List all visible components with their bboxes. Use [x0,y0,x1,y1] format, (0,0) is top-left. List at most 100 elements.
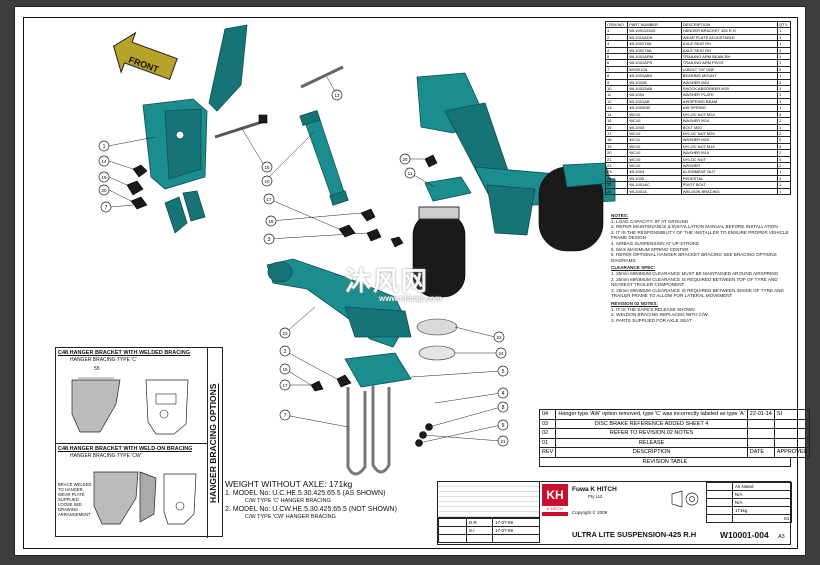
svg-text:9: 9 [502,423,505,429]
model-1: 1. MODEL No: U.C.HE.5.30.425.65.5 (AS SH… [225,490,386,497]
part-qty: 4 [777,142,791,151]
part-qty: 4 [777,155,791,163]
svg-text:14: 14 [101,159,107,164]
bracing-options: C48 HANGER BRACKET WITH WELDED BRACING H… [55,347,223,538]
logo-sub: K HITCH [542,506,568,512]
part-item: 3 [605,40,629,48]
axle-seat [344,352,412,388]
revision-date [746,418,775,429]
washer-plate [418,345,456,361]
part-qty: 1 [777,46,791,55]
svg-text:19: 19 [101,175,107,180]
clearance-title: CLEARANCE SPEC: [611,265,656,271]
material-value: N/A [732,490,792,499]
u-bolts [346,385,391,476]
bracing-cw-title: C48 HANGER BRACKET WITH WELD-ON BRACING [58,446,193,452]
part-qty: 2 [777,161,791,170]
col-qty: QTY. [777,21,791,29]
revision-table-title: REVISION TABLE [539,457,791,467]
revision-by [773,437,811,448]
revision-desc: Hanger type 'AW' option removed, type 'C… [555,409,748,420]
part-description: NYLOC NUT M20 [680,129,779,138]
weight-section: WEIGHT WITHOUT AXLE: 171kg 1. MODEL No: … [225,479,435,525]
shock-absorber [299,109,349,206]
part-description: NYLOC NUT [680,155,779,163]
watermark-url: www.mfcad.com [379,294,442,303]
svg-text:1: 1 [103,144,106,150]
sheet-size: A3 [778,534,785,540]
part-item: 16 [605,123,629,131]
svg-text:18: 18 [268,219,274,224]
company-name: Fuwa K HITCH [572,486,617,493]
clearance-note: 1. 25mm MINIMUM CLEARANCE MUST BE MAINTA… [611,270,779,276]
drawing-sheet: FRONT [14,6,811,556]
part-description: NYLOC NUT M16 [680,142,779,151]
part-description: HANGER BRACKET 425 R.H [680,27,779,35]
revision-desc: DISC BRAKE REFERENCE ADDED SHEET 4 [555,418,748,429]
part-item: 2 [605,33,629,42]
part-item: 26 [605,187,629,196]
revision-by: SI [773,409,811,420]
svg-text:8: 8 [502,405,505,411]
drawing-frame [23,17,798,549]
shock-bolt [300,65,344,89]
model-1-sub: C/W TYPE 'C' HANGER BRACING [245,498,331,504]
hanger-bracket [142,98,208,190]
part-item: 4 [605,46,629,55]
watermark-logo: 沐风网 www.mfcad.com [345,261,495,303]
revision-notes-title: REVISION 02 NOTES: [611,300,658,306]
fasteners [126,154,438,447]
part-description: WEAR PLATE ADJUSTABLE [680,33,779,42]
svg-text:4: 4 [502,391,505,397]
part-qty: 1 [777,123,791,131]
pivot-bolt [214,114,268,139]
part-description: PEDESTAL [680,174,779,183]
part-item: 18 [605,136,629,144]
revision-by [773,428,811,439]
revision-rev: 02 [538,428,557,439]
bracing-plate-2 [182,190,206,222]
svg-text:23: 23 [282,331,288,336]
part-item: 20 [605,149,629,157]
svg-text:22: 22 [496,335,502,340]
revision-desc: RELEASE [555,437,748,448]
callout-bubbles: 1 14 19 20 7 16 10 17 18 3 13 20 11 23 2… [98,89,509,447]
company-sub: Pty Ltd [588,494,603,499]
logo-mark: KH [546,488,564,502]
part-description: WASHER M20 [680,136,779,144]
part-description: AXLE SEAT RH [680,46,779,55]
part-number: WL1001A [627,187,682,196]
date-2: 17-07-09 [492,526,540,535]
watermark-text: 沐风网 [345,266,430,296]
svg-text:21: 21 [500,439,506,444]
spec-grid: As Noted N/A N/A 171kg 04 [706,482,792,523]
svg-text:7: 7 [284,413,287,419]
air-spring [412,176,472,298]
revision-desc: DESCRIPTION [555,447,748,458]
part-qty: 1 [777,181,791,189]
notes-title: NOTES: [611,213,629,218]
svg-text:17: 17 [266,197,272,202]
part-description: WASHER [680,161,779,170]
part-qty: 1 [777,174,791,183]
pedestal-plate [416,318,458,336]
bracing-c-title: C48 HANGER BRACKET WITH WELDED BRACING [58,350,190,356]
revision-by: APPROVED [773,447,811,458]
copyright: Copyright © 2009 [572,510,608,515]
part-description: WASHER M16 [680,149,779,157]
part-description: PIVOT BOLT [680,181,779,189]
